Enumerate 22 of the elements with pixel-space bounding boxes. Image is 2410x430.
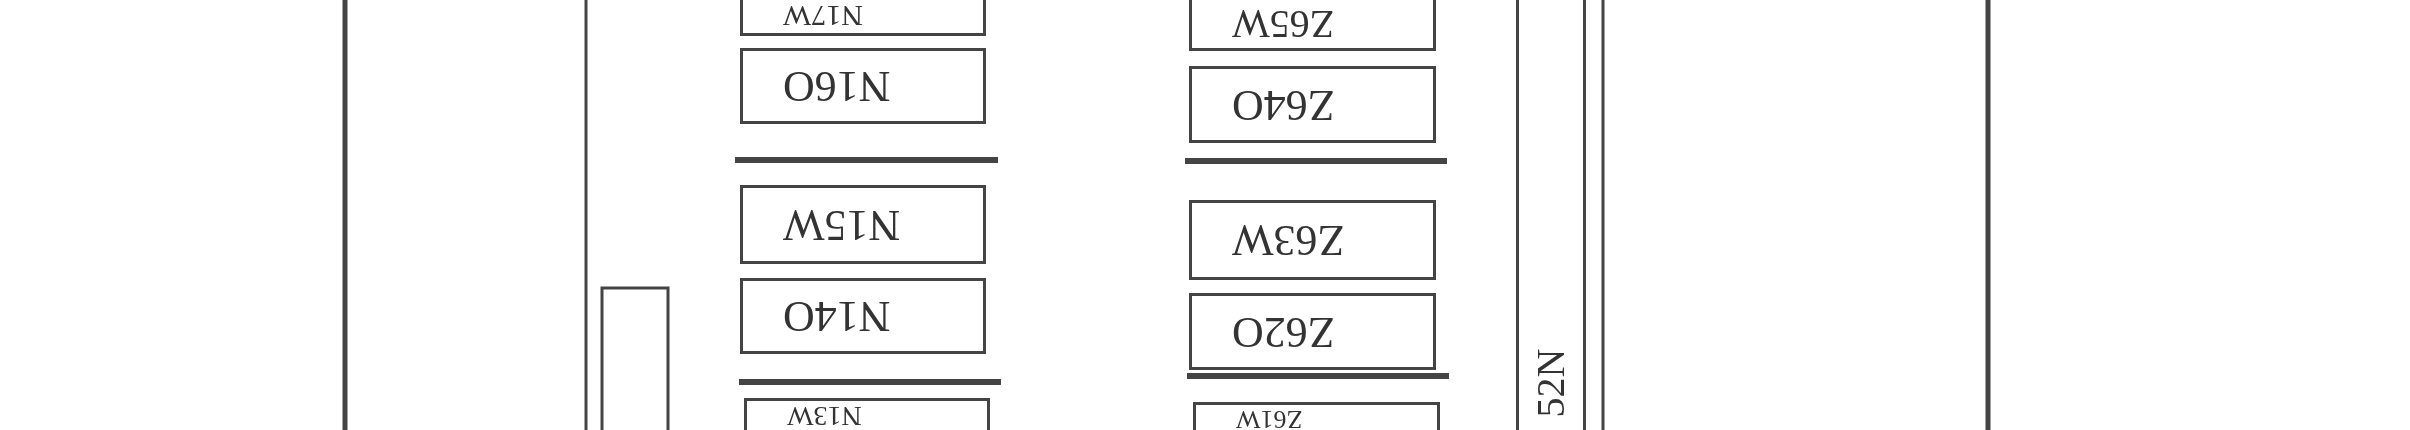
parking-space-box [1189,293,1436,370]
space-number: Z64O [1232,82,1335,127]
space-number: Z62O [1232,309,1335,354]
space-number: Z65W [1232,3,1335,44]
parking-space-box [744,398,990,430]
space-number: N13W [787,402,862,430]
space-number: N16O [783,64,891,108]
parking-space-box [740,0,986,36]
space-number: N14O [783,294,891,338]
parking-space-box [740,48,986,124]
parking-space-box [1189,0,1436,51]
corridor-strip [1516,0,1586,430]
space-number: N17W [783,1,863,31]
space-number: 52N [1531,348,1571,418]
parking-space-box [1189,66,1436,143]
space-number: N15W [783,202,901,247]
parking-space-box [1193,402,1440,430]
parking-space-box [740,185,986,264]
parking-space-box [1189,200,1436,280]
parking-space-box [740,278,986,354]
space-number: Z63W [1232,218,1345,262]
space-number: Z61W [1236,406,1303,430]
